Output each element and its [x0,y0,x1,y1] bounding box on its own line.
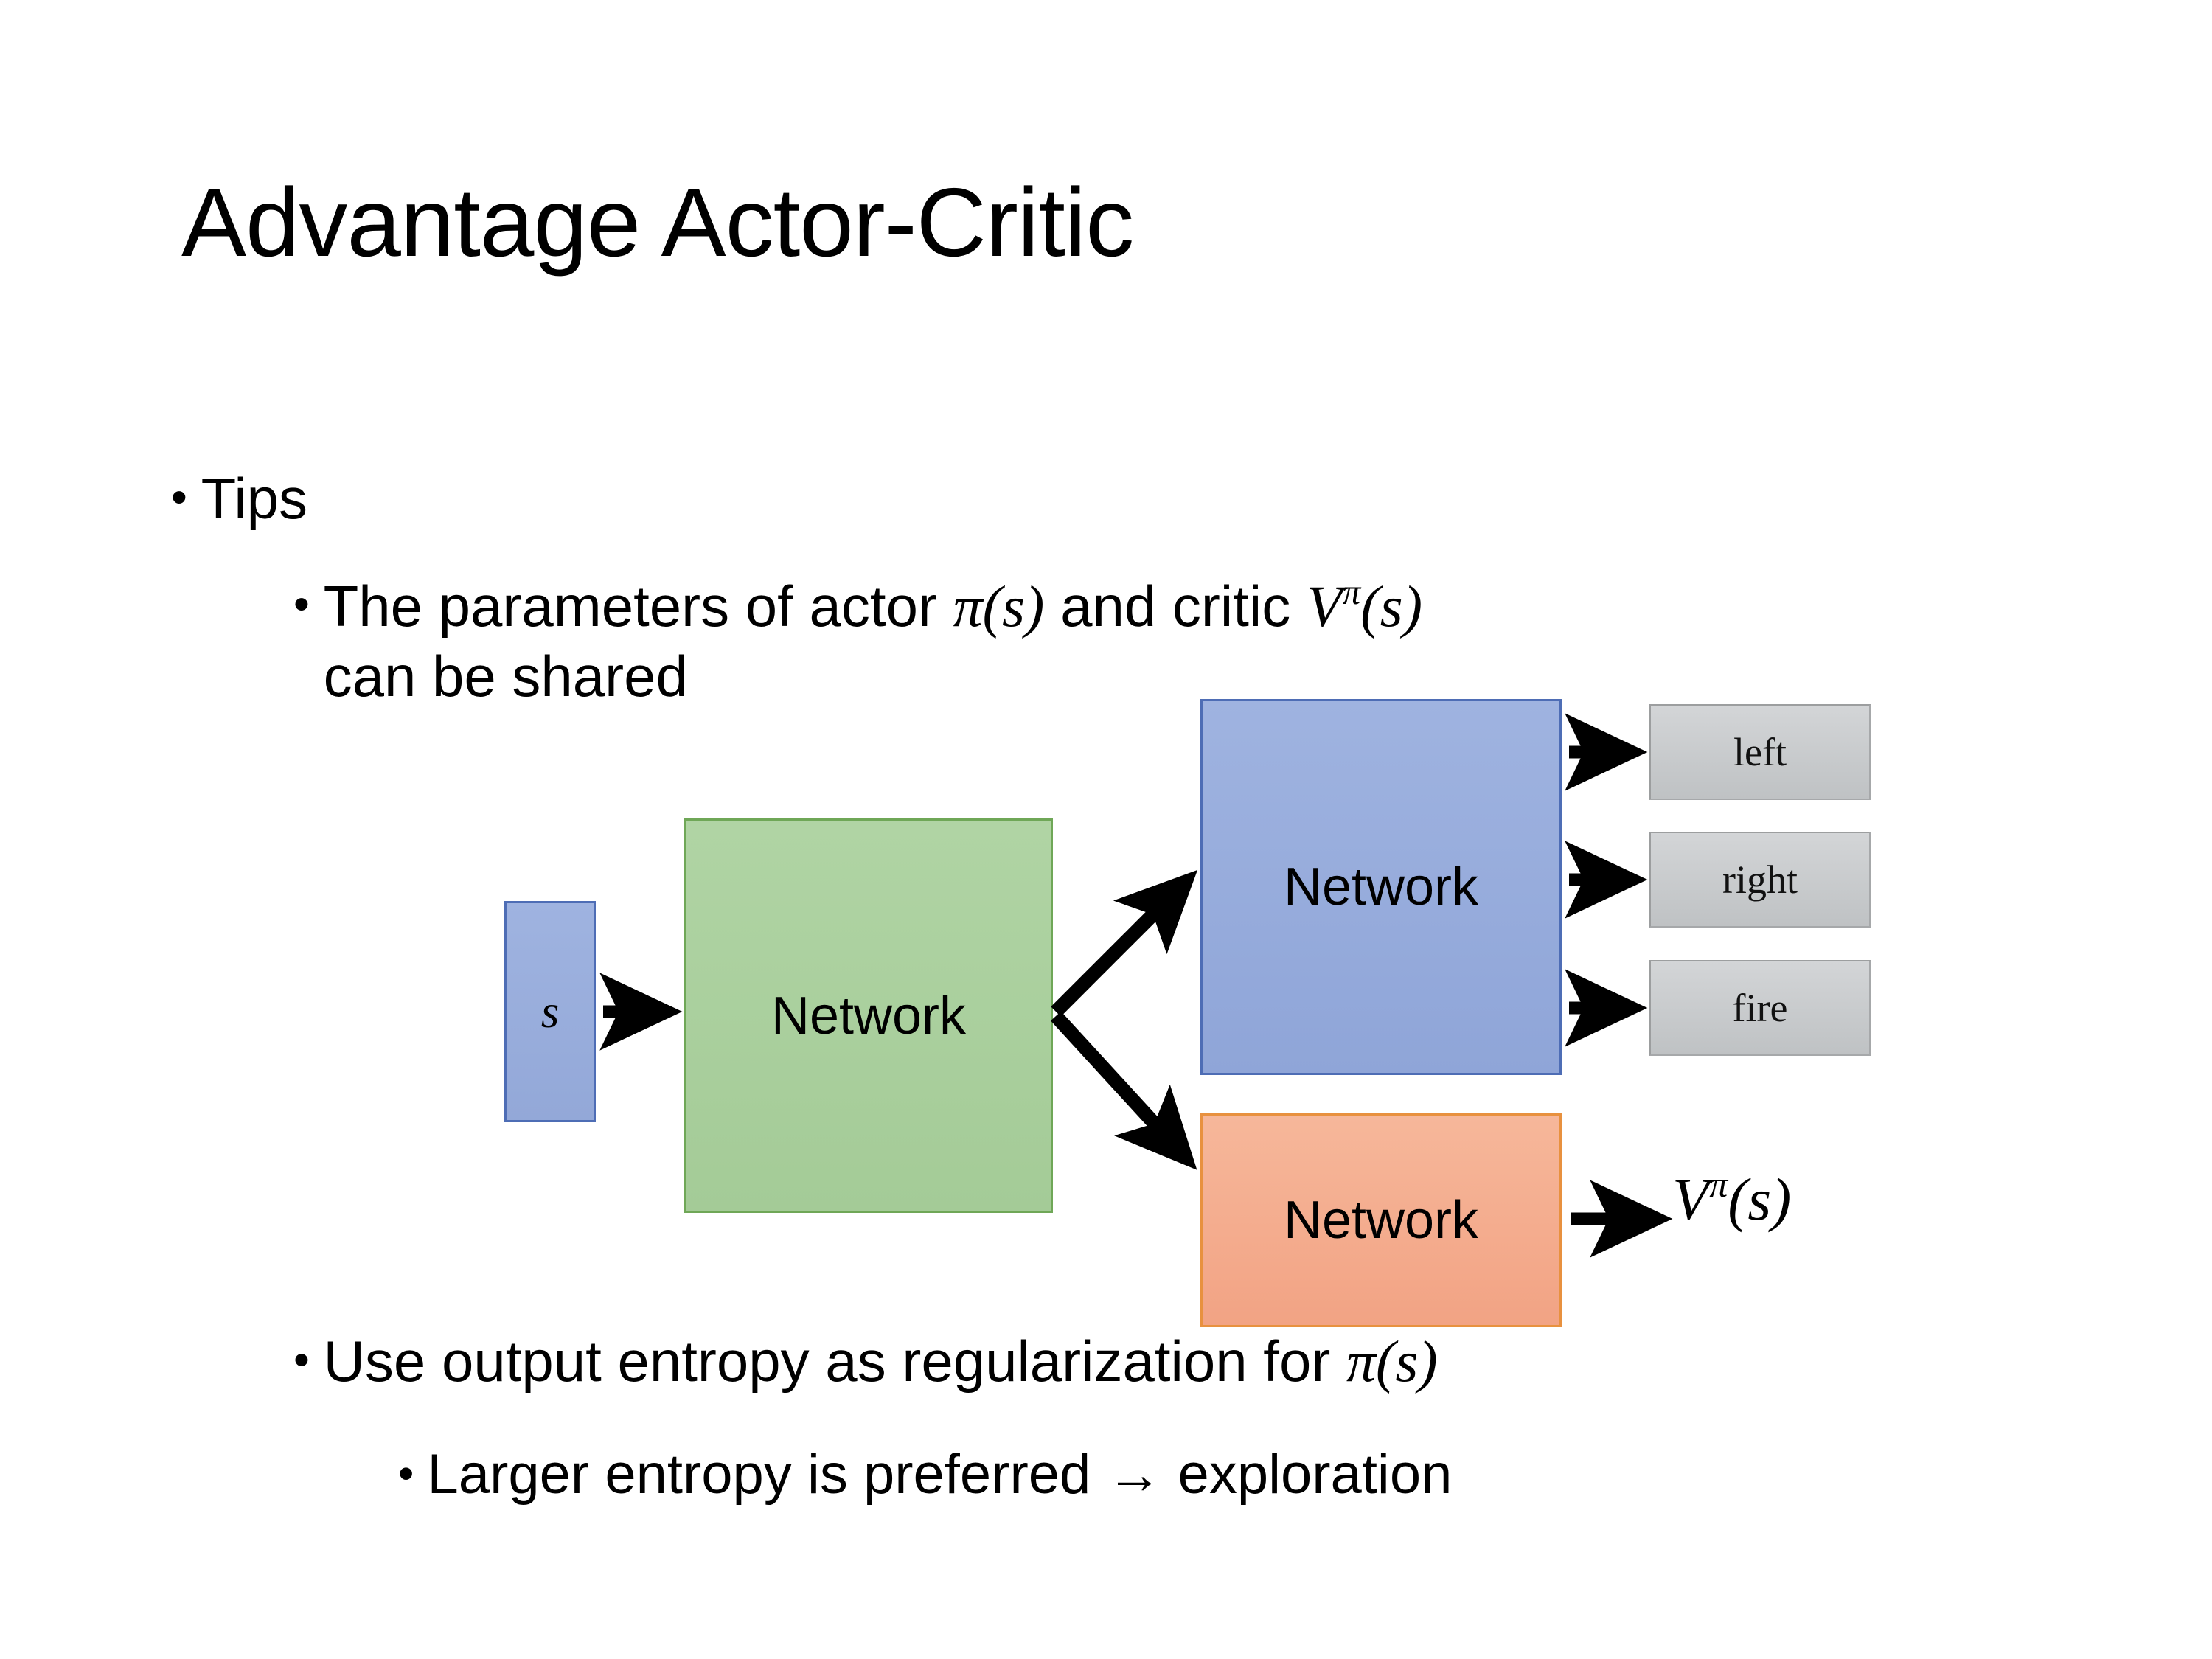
bullet-tips: • Tips [171,465,1056,532]
bullet-shared-parameters-label: The parameters of actor π(s) and critic … [324,571,2063,710]
value-output-superscript-pi: π [1709,1164,1728,1205]
diagram-actor-network-label: Network [1283,858,1479,917]
value-output-v: V [1672,1165,1709,1233]
action-output-label: fire [1732,986,1788,1030]
bullet-larger-entropy-label: Larger entropy is preferred → exploratio… [427,1443,1453,1506]
bullet-marker-icon: • [293,578,310,630]
math-critic-v: V [1306,574,1343,639]
diagram-actor-network-box: Network [1200,699,1562,1075]
diagram-action-output-left: left [1649,704,1871,800]
action-output-label: right [1722,858,1798,902]
bullet-shared-parameters: • The parameters of actor π(s) and criti… [293,571,2063,710]
diagram-value-output-label: Vπ(s) [1672,1164,1791,1234]
diagram-input-state-label: s [540,985,560,1037]
diagram-action-output-right: right [1649,832,1871,928]
bullet-larger-entropy: • Larger entropy is preferred → explorat… [398,1441,2094,1508]
diagram-critic-network-label: Network [1283,1191,1479,1250]
math-actor-pi-s: π(s) [953,574,1045,639]
params-text-line2: can be shared [323,643,688,709]
math-critic-arg-s: (s) [1360,574,1423,639]
params-text-mid: and critic [1044,573,1307,639]
value-output-arg-s: (s) [1728,1165,1792,1233]
bullet-output-entropy: • Use output entropy as regularization f… [293,1327,2063,1397]
diagram-input-state-box: s [504,901,596,1122]
params-text-pre: The parameters of actor [323,573,953,639]
page-title: Advantage Actor-Critic [181,168,1134,276]
diagram-shared-network-box: Network [684,818,1053,1213]
diagram-shared-network-label: Network [771,986,967,1046]
entropy-text-pre: Use output entropy as regularization for [323,1329,1346,1394]
arrow-shared-to-critic [1050,1011,1197,1170]
bullet-tips-label: Tips [201,466,308,531]
action-output-label: left [1733,730,1787,774]
bullet-marker-icon: • [398,1448,414,1499]
bullet-marker-icon: • [293,1334,310,1385]
bullet-marker-icon: • [171,471,187,523]
diagram-action-output-fire: fire [1649,960,1871,1056]
arrow-shared-to-actor [1051,869,1198,1017]
diagram-critic-network-box: Network [1200,1113,1562,1327]
bullet-output-entropy-label: Use output entropy as regularization for… [324,1327,2063,1397]
math-actor-pi-s: π(s) [1346,1329,1438,1394]
math-critic-superscript-pi: π [1342,573,1361,612]
